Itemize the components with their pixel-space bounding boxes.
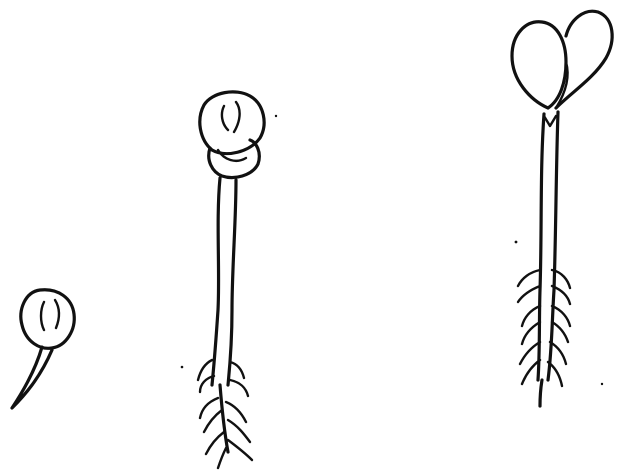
hypocotyl-right xyxy=(228,180,236,385)
speck-a xyxy=(181,366,184,369)
seed-fold-right xyxy=(55,300,59,328)
speck-d xyxy=(601,383,603,385)
seed-fold-left xyxy=(41,302,44,330)
speck-c xyxy=(515,241,518,244)
cotyledon-fold-1 xyxy=(222,106,228,130)
cotyledon-left xyxy=(512,22,566,108)
radicle xyxy=(12,347,52,408)
hypocotyl-left xyxy=(212,178,220,385)
main-root xyxy=(540,380,542,406)
stem-right xyxy=(548,112,558,380)
seed-coat xyxy=(21,290,74,349)
shoot-notch xyxy=(544,116,556,126)
taproot xyxy=(220,385,228,452)
stage-open-cotyledons xyxy=(512,11,612,406)
stage-germinating-seed xyxy=(12,290,74,408)
root-hairs-1 xyxy=(198,360,248,396)
lateral-roots-1 xyxy=(518,270,570,304)
lateral-roots-2 xyxy=(522,306,570,344)
stem-left xyxy=(538,114,544,380)
speck-b xyxy=(275,115,277,117)
cotyledon-fold-2 xyxy=(234,102,240,132)
stage-closed-cotyledons xyxy=(181,92,277,468)
